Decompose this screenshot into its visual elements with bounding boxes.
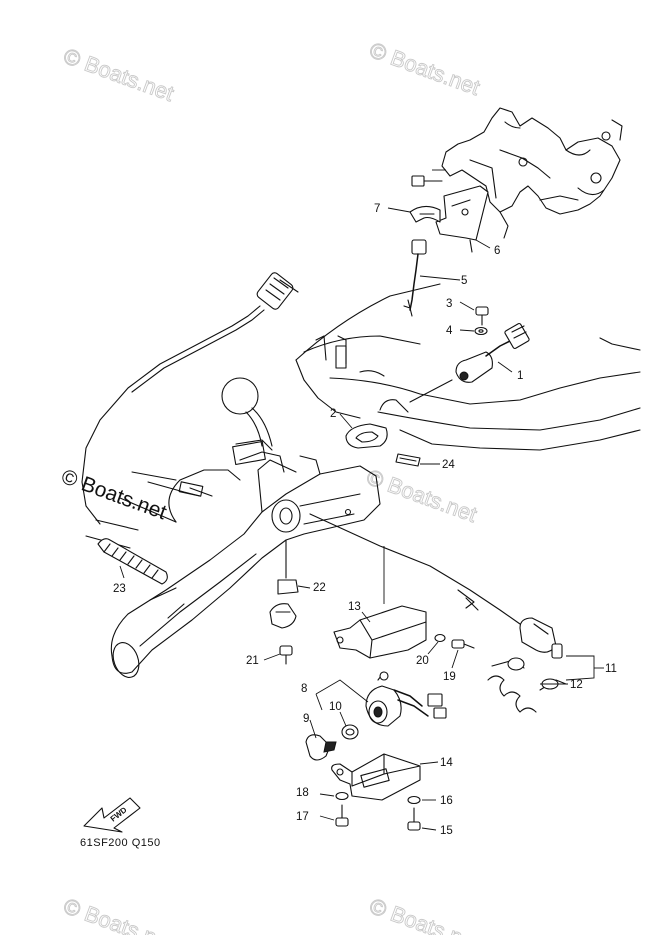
stop-switch-part-11	[519, 617, 563, 659]
tiller-handle	[85, 377, 381, 678]
screw-part-15	[407, 807, 421, 831]
bolt-part-21	[279, 645, 293, 665]
clip-part-7	[409, 205, 441, 223]
main-switch-part-8	[365, 671, 447, 727]
callout-22: 22	[313, 582, 326, 594]
callout-21: 21	[246, 655, 259, 667]
screw-part-17	[335, 804, 349, 827]
callout-15: 15	[440, 825, 453, 837]
lanyard-coil-part-12	[487, 657, 567, 713]
callout-17: 17	[296, 811, 309, 823]
lower-cowling	[295, 283, 641, 451]
watermark-bottom-left: © Boats.net	[60, 893, 177, 935]
callout-1: 1	[517, 370, 523, 382]
callout-19: 19	[443, 671, 456, 683]
watermark-top-left: © Boats.net	[60, 43, 177, 106]
callout-23: 23	[113, 583, 126, 595]
wire-lead-part-5	[403, 239, 427, 317]
callout-7: 7	[374, 203, 380, 215]
callout-numbers: 1 2 3 4 5 6 7 8 9 10 11 12 13 14 15 16 1…	[113, 203, 617, 837]
label-part-24	[395, 453, 421, 467]
ring-part-10	[341, 724, 359, 740]
clip-part-22	[277, 539, 299, 595]
leader-lines	[119, 207, 604, 831]
washer-part-16	[407, 795, 421, 805]
bolt-part-19	[451, 639, 475, 649]
watermark-top-right: © Boats.net	[366, 37, 483, 100]
screw-part-3	[475, 306, 489, 326]
callout-6: 6	[494, 245, 500, 257]
cover-part-13	[333, 605, 427, 659]
callout-24: 24	[442, 459, 455, 471]
diagram-code: 61SF200 Q150	[80, 837, 161, 849]
callout-14: 14	[440, 757, 453, 769]
watermark-bottom-right: © Boats.net	[366, 893, 483, 935]
callout-12: 12	[570, 679, 583, 691]
watermark-prominent: © Boats.net	[58, 465, 169, 524]
callout-8: 8	[301, 683, 307, 695]
washer-part-4	[474, 326, 488, 336]
callout-10: 10	[329, 701, 342, 713]
washer-part-20	[434, 633, 446, 643]
callout-13: 13	[348, 601, 361, 613]
callout-11: 11	[605, 663, 617, 675]
grommet-part-2	[345, 423, 388, 449]
callout-5: 5	[461, 275, 467, 287]
callout-9: 9	[303, 713, 309, 725]
switch-bracket-part-14	[331, 753, 421, 801]
engine-bracket-assembly	[441, 107, 623, 239]
fwd-direction-arrow: FWD	[83, 797, 141, 833]
watermark-middle: © Boats.net	[363, 464, 480, 527]
callout-18: 18	[296, 787, 309, 799]
callout-3: 3	[446, 298, 452, 310]
callout-16: 16	[440, 795, 453, 807]
bolt-top	[411, 169, 446, 187]
callout-4: 4	[446, 325, 453, 337]
grip-sleeve-part-23	[97, 538, 168, 585]
callout-20: 20	[416, 655, 429, 667]
throttle-cable	[81, 272, 299, 525]
callout-2: 2	[330, 408, 336, 420]
washer-part-18	[335, 791, 349, 801]
lanyard-cable	[309, 513, 521, 625]
clip-holder	[269, 603, 297, 629]
bracket-part-6	[435, 185, 489, 253]
key-part-9	[305, 734, 337, 761]
sensor-part-1	[409, 323, 530, 403]
